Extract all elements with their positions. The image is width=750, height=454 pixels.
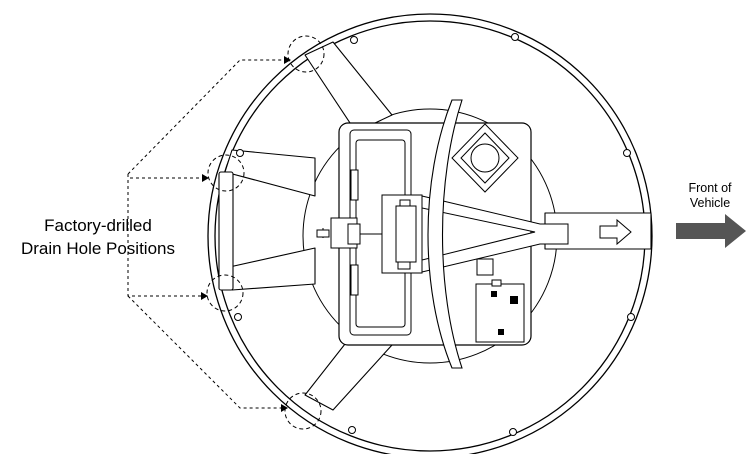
drain-hole-markers (206, 35, 325, 430)
drain-hole-marker-4 (284, 392, 322, 430)
motor-mount-top (399, 199, 411, 207)
leader-line-4 (127, 295, 286, 409)
direction-arrow-small-icon (599, 218, 632, 246)
leader-arrowheads (201, 56, 291, 412)
front-arrow-icon (676, 214, 746, 248)
drain-channel-mid-left-upper (224, 149, 316, 197)
drain-holes-label-line2: Drain Hole Positions (21, 239, 175, 258)
marker-icon (491, 291, 497, 297)
motor-mount-bottom (397, 261, 411, 270)
arrowhead-icon (284, 56, 291, 64)
bolt-icon (623, 149, 631, 157)
leader-lines (127, 59, 289, 409)
curved-crossbar (427, 99, 463, 369)
bolt-icon (350, 36, 358, 44)
leader-line-3 (127, 174, 205, 297)
sensor-block (476, 258, 494, 276)
drain-hole-marker-1 (287, 35, 325, 73)
drain-holes-label-line1: Factory-drilled (44, 216, 152, 235)
control-box-markers (491, 291, 518, 335)
outer-rim-ring-outer (207, 13, 653, 454)
arrowhead-icon (201, 292, 208, 300)
bolt-icon (348, 426, 356, 434)
drain-hole-marker-2 (207, 154, 245, 192)
arrowhead-icon (281, 404, 288, 412)
motor-assembly (316, 194, 423, 274)
bolt-icon (236, 149, 244, 157)
bolt-icon (234, 313, 242, 321)
diamond-vent-knob (470, 143, 500, 173)
diamond-vent (451, 123, 519, 193)
motor-clamp-cap (347, 223, 361, 245)
motor-body (395, 205, 417, 263)
bolt-icon (509, 428, 517, 436)
front-label-line2: Vehicle (690, 196, 730, 210)
leader-line-2 (127, 174, 206, 179)
arm-frame (421, 195, 569, 273)
side-vent-slot (218, 171, 234, 291)
marker-icon (498, 329, 504, 335)
front-label-line1: Front of (688, 181, 732, 195)
shaft-tip (316, 229, 330, 238)
leader-line-1 (127, 59, 289, 175)
drain-channel-upper-left (304, 41, 393, 133)
rim-bolts (234, 33, 635, 436)
marker-icon (510, 296, 518, 304)
drain-channel-mid-left-lower (224, 247, 316, 291)
arm-linkage (421, 195, 569, 273)
drain-hole-marker-3 (206, 274, 244, 312)
bolt-icon (511, 33, 519, 41)
fan-housing-slot-lower (350, 264, 359, 296)
arrowhead-icon (202, 174, 209, 182)
fan-housing-slot-upper (350, 169, 359, 201)
control-box-tab (491, 279, 502, 287)
bolt-icon (627, 313, 635, 321)
